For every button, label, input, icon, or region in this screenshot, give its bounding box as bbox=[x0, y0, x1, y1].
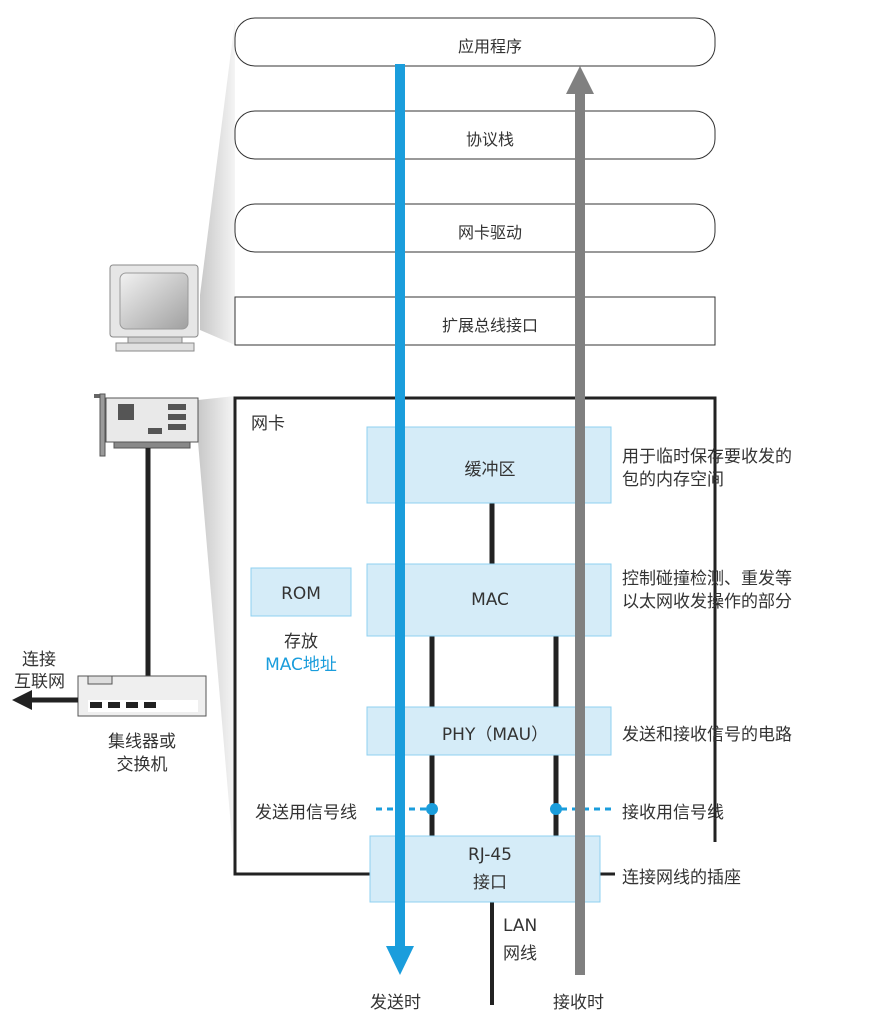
application-layer bbox=[234, 17, 716, 67]
protocol-stack-label: 协议栈 bbox=[465, 130, 514, 149]
monitor-icon bbox=[109, 264, 199, 352]
rj45-note: 连接网线的插座 bbox=[622, 868, 741, 888]
rj45-label-line1: RJ-45 bbox=[468, 845, 512, 865]
monitor-zoom-fan bbox=[200, 20, 235, 345]
mac-note-line1: 控制碰撞检测、重发等 bbox=[622, 569, 792, 589]
buffer-box bbox=[366, 426, 612, 504]
nic-driver-layer bbox=[234, 203, 716, 253]
phy-note: 发送和接收信号的电路 bbox=[622, 725, 792, 745]
tx-signal-dot bbox=[426, 803, 438, 815]
buffer-note-line1: 用于临时保存要收发的 bbox=[622, 447, 792, 467]
rj45-label-line2: 接口 bbox=[473, 873, 507, 893]
tx-signal-label: 发送用信号线 bbox=[255, 803, 357, 823]
rj45-box bbox=[369, 835, 601, 903]
nic-title: 网卡 bbox=[251, 414, 285, 434]
network-card-icon bbox=[94, 393, 199, 457]
receive-label: 接收时 bbox=[553, 993, 604, 1013]
rx-signal-label: 接收用信号线 bbox=[622, 803, 724, 823]
phy-box bbox=[366, 706, 612, 756]
receive-arrow bbox=[566, 66, 594, 975]
lan-label-line2: 网线 bbox=[503, 944, 537, 964]
nic-driver-label: 网卡驱动 bbox=[457, 223, 522, 242]
protocol-stack-layer bbox=[234, 110, 716, 160]
nic-outline bbox=[233, 396, 717, 876]
mac-box bbox=[366, 563, 612, 637]
rom-label: ROM bbox=[281, 584, 321, 604]
mac-note-line2: 以太网收发操作的部分 bbox=[622, 592, 792, 612]
bus-interface-label: 扩展总线接口 bbox=[441, 316, 538, 335]
send-arrow bbox=[386, 64, 414, 975]
phy-label: PHY（MAU） bbox=[441, 725, 549, 745]
nic-zoom-fan bbox=[198, 396, 235, 874]
hub-label-line1: 集线器或 bbox=[108, 732, 176, 752]
application-label: 应用程序 bbox=[457, 37, 522, 56]
bus-interface-layer bbox=[234, 296, 716, 346]
rom-box bbox=[250, 567, 352, 617]
internet-label-line2: 互联网 bbox=[14, 672, 65, 692]
rx-signal-dot bbox=[550, 803, 562, 815]
buffer-label: 缓冲区 bbox=[464, 460, 516, 480]
rom-note-line2: MAC地址 bbox=[265, 655, 337, 675]
internet-label-line1: 连接 bbox=[22, 650, 56, 670]
rom-note-line1: 存放 bbox=[284, 632, 318, 652]
hub-switch-icon bbox=[77, 675, 207, 717]
buffer-note-line2: 包的内存空间 bbox=[622, 470, 724, 490]
send-label: 发送时 bbox=[370, 993, 421, 1013]
internet-arrow bbox=[12, 690, 78, 710]
mac-label: MAC bbox=[471, 590, 509, 610]
lan-label-line1: LAN bbox=[503, 916, 538, 936]
hub-label-line2: 交换机 bbox=[116, 755, 168, 775]
